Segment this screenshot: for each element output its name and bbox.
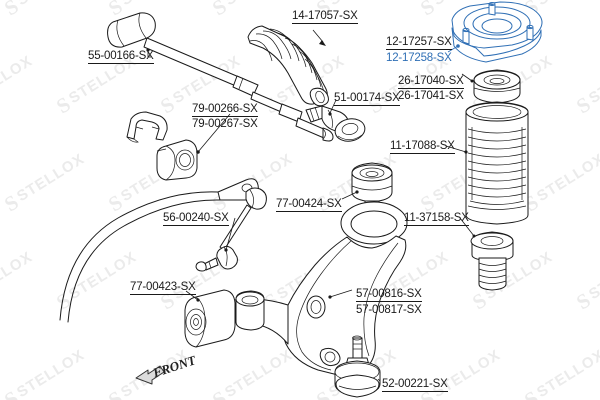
label-12-17258-sx: 12-17258-SX: [386, 52, 452, 64]
part-strut-mount: [447, 1, 543, 63]
label-57-00817-sx: 57-00817-SX: [356, 304, 422, 316]
label-77-00424-sx: 77-00424-SX: [276, 198, 342, 212]
part-strut-mount-bearing: [461, 69, 521, 104]
label-26-17040-sx: 26-17040-SX: [398, 75, 464, 89]
label-11-37158-sx: 11-37158-SX: [404, 212, 469, 226]
part-shock-dust-cover: [445, 101, 529, 225]
label-55-00166-sx: 55-00166-SX: [88, 50, 154, 64]
label-14-17057-sx: 14-17057-SX: [292, 10, 358, 24]
part-lower-control-arm: [231, 201, 408, 376]
front-direction-arrow: [135, 365, 165, 385]
label-79-00266-sx: 79-00266-SX: [192, 103, 258, 117]
part-inner-tie-rod: [107, 12, 334, 142]
label-11-17088-sx: 11-17088-SX: [390, 140, 455, 154]
part-lower-ball-joint: [319, 335, 381, 398]
part-steering-rack-boot: [247, 25, 329, 107]
label-79-00267-sx: 79-00267-SX: [192, 118, 258, 130]
part-control-arm-front-bushing: [184, 289, 236, 348]
label-51-00174-sx: 51-00174-SX: [334, 92, 400, 106]
part-outer-tie-rod-end: [305, 99, 366, 142]
part-stabilizer-bar: [59, 111, 259, 323]
label-57-00816-sx: 57-00816-SX: [356, 288, 422, 302]
label-52-00221-sx: 52-00221-SX: [382, 378, 448, 392]
label-56-00240-sx: 56-00240-SX: [163, 212, 229, 226]
label-77-00423-sx: 77-00423-SX: [130, 281, 196, 295]
part-bump-stop: [459, 217, 514, 291]
label-12-17257-sx: 12-17257-SX: [386, 36, 452, 50]
part-stabilizer-link: [195, 187, 267, 272]
label-26-17041-sx: 26-17041-SX: [398, 90, 464, 102]
